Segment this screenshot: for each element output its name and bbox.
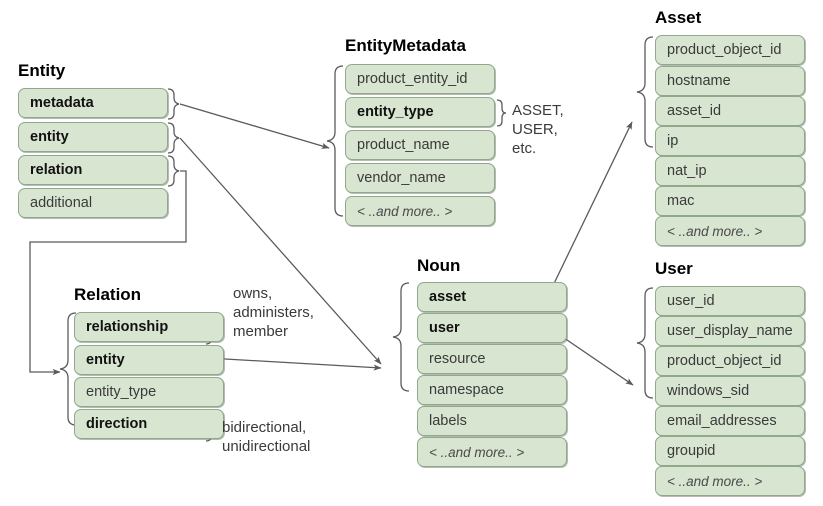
field-noun-resource[interactable]: resource — [417, 344, 567, 374]
field-em-product-entity-id[interactable]: product_entity_id — [345, 64, 495, 94]
field-noun-asset[interactable]: asset — [417, 282, 567, 312]
group-title-asset: Asset — [655, 8, 702, 27]
field-noun-namespace[interactable]: namespace — [417, 375, 567, 405]
field-asset-and-more[interactable]: < ..and more.. > — [655, 216, 805, 246]
field-asset-mac[interactable]: mac — [655, 186, 805, 216]
field-user-product-object-id[interactable]: product_object_id — [655, 346, 805, 376]
field-em-entity-type[interactable]: entity_type — [345, 97, 495, 127]
annotation-relationship-values: owns, administers, member — [233, 285, 314, 340]
field-relation-relationship[interactable]: relationship — [74, 312, 224, 342]
field-relation-direction[interactable]: direction — [74, 409, 224, 439]
field-em-product-name[interactable]: product_name — [345, 130, 495, 160]
field-noun-and-more[interactable]: < ..and more.. > — [417, 437, 567, 467]
field-user-display-name[interactable]: user_display_name — [655, 316, 805, 346]
field-asset-product-object-id[interactable]: product_object_id — [655, 35, 805, 65]
group-title-relation: Relation — [74, 285, 142, 304]
group-title-noun: Noun — [417, 256, 461, 275]
field-asset-hostname[interactable]: hostname — [655, 66, 805, 96]
group-title-entity: Entity — [18, 61, 66, 80]
field-noun-user[interactable]: user — [417, 313, 567, 343]
group-title-entity-metadata: EntityMetadata — [345, 36, 466, 55]
field-entity-additional[interactable]: additional — [18, 188, 168, 218]
field-em-vendor-name[interactable]: vendor_name — [345, 163, 495, 193]
field-user-and-more[interactable]: < ..and more.. > — [655, 466, 805, 496]
field-noun-labels[interactable]: labels — [417, 406, 567, 436]
field-user-email-addresses[interactable]: email_addresses — [655, 406, 805, 436]
field-asset-nat-ip[interactable]: nat_ip — [655, 156, 805, 186]
field-em-and-more[interactable]: < ..and more.. > — [345, 196, 495, 226]
field-relation-entity[interactable]: entity — [74, 345, 224, 375]
field-relation-entity-type[interactable]: entity_type — [74, 377, 224, 407]
annotation-direction-values: bidirectional, unidirectional — [222, 419, 311, 455]
field-user-windows-sid[interactable]: windows_sid — [655, 376, 805, 406]
field-asset-ip[interactable]: ip — [655, 126, 805, 156]
field-asset-asset-id[interactable]: asset_id — [655, 96, 805, 126]
field-entity-metadata[interactable]: metadata — [18, 88, 168, 118]
field-entity-entity[interactable]: entity — [18, 122, 168, 152]
annotation-entity-type-values: ASSET, USER, etc. — [512, 102, 564, 157]
field-entity-relation[interactable]: relation — [18, 155, 168, 185]
group-title-user: User — [655, 259, 693, 278]
field-user-groupid[interactable]: groupid — [655, 436, 805, 466]
field-user-user-id[interactable]: user_id — [655, 286, 805, 316]
